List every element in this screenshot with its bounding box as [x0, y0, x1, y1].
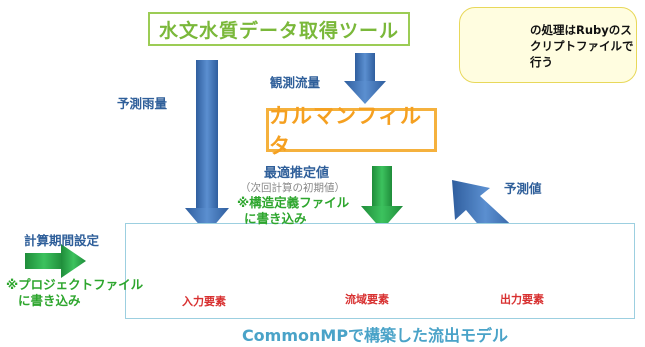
input-element-label: 入力要素 [182, 295, 226, 308]
observed-flow-arrow [344, 53, 386, 104]
optimal-estimate-arrow [361, 166, 403, 230]
observed-flow-label: 観測流量 [270, 75, 321, 90]
basin-element-label: 流域要素 [345, 293, 389, 306]
legend-text: の処理はRubyのスクリプトファイルで行う [530, 23, 634, 69]
rainfall-arrow [185, 60, 229, 234]
rainfall-forecast-label: 予測雨量 [117, 96, 168, 111]
kalman-filter-title: カルマンフィルタ [269, 104, 422, 158]
data-acquisition-tool-box: 水文水質データ取得ツール [148, 12, 410, 46]
forecast-value-label: 予測値 [504, 181, 542, 196]
structure-def-label-2: に書き込み [244, 211, 307, 226]
project-file-label-1: ※プロジェクトファイル [6, 277, 144, 292]
next-initial-label: （次回計算の初期値） [240, 182, 345, 194]
structure-def-label-1: ※構造定義ファイル [237, 195, 350, 210]
runoff-model-title: CommonMPで構築した流出モデル [241, 326, 509, 345]
output-element-label: 出力要素 [500, 293, 544, 306]
data-acquisition-tool-title: 水文水質データ取得ツール [158, 19, 399, 42]
kalman-filter-box: カルマンフィルタ [266, 104, 437, 158]
project-file-label-2: に書き込み [18, 293, 81, 308]
legend-box [459, 7, 637, 83]
calc-period-arrow [25, 244, 86, 278]
calc-period-label: 計算期間設定 [24, 233, 100, 248]
optimal-estimate-label: 最適推定値 [264, 166, 330, 181]
runoff-model-box [125, 223, 635, 319]
